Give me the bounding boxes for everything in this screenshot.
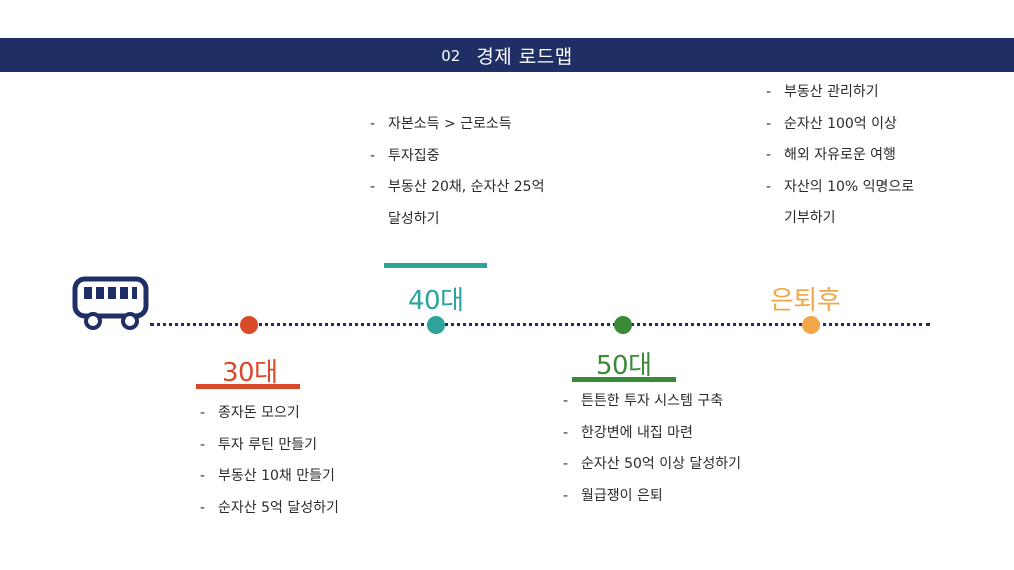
list-item: -부동산 10채 만들기 [200, 468, 335, 484]
section-number: 02 [441, 47, 461, 65]
timeline-dot-40 [427, 316, 445, 334]
bullet-list-retire: -부동산 관리하기 -순자산 100억 이상 -해외 자유로운 여행 -자산의 … [766, 77, 914, 235]
age-label-40: 40대 [408, 286, 464, 316]
age-bar-40 [384, 263, 487, 268]
list-item: -부동산 관리하기 [766, 84, 879, 100]
list-item: 기부하기 [784, 210, 836, 226]
list-item: -투자집중 [370, 147, 440, 164]
list-item: -자산의 10% 익명으로 [766, 178, 915, 195]
list-item: -투자 루틴 만들기 [200, 436, 318, 453]
age-label-retire: 은퇴후 [770, 286, 841, 316]
bus-icon [72, 276, 149, 330]
list-item: 달성하기 [388, 210, 440, 227]
age-label-30: 30대 [222, 358, 278, 388]
list-item: -한강변에 내집 마련 [563, 424, 693, 441]
bullet-list-30: -종자돈 모으기 -투자 루틴 만들기 -부동산 10채 만들기 -순자산 5억… [200, 398, 339, 524]
age-bar-50 [572, 377, 676, 382]
bullet-list-40: -자본소득 > 근로소득 -투자집중 -부동산 20채, 순자산 25억 달성하… [370, 109, 544, 235]
timeline-dot-30 [240, 316, 258, 334]
age-bar-30 [196, 384, 300, 389]
list-item: -종자돈 모으기 [200, 405, 300, 421]
section-title: 경제 로드맵 [476, 45, 573, 68]
list-item: -튼튼한 투자 시스템 구축 [563, 393, 724, 409]
list-item: -순자산 100억 이상 [766, 115, 897, 132]
timeline-line [150, 323, 930, 326]
bullet-list-50: -튼튼한 투자 시스템 구축 -한강변에 내집 마련 -순자산 50억 이상 달… [563, 386, 741, 512]
list-item: -부동산 20채, 순자산 25억 [370, 179, 545, 195]
timeline-dot-retire [802, 316, 820, 334]
list-item: -해외 자유로운 여행 [766, 147, 896, 163]
page-title: 02 경제 로드맵 [0, 38, 1014, 72]
list-item: -자본소득 > 근로소득 [370, 116, 512, 132]
list-item: -순자산 50억 이상 달성하기 [563, 456, 741, 472]
age-label-50: 50대 [596, 351, 652, 381]
header-bar: 02 경제 로드맵 [0, 38, 1014, 72]
list-item: -월급쟁이 은퇴 [563, 487, 663, 504]
list-item: -순자산 5억 달성하기 [200, 499, 339, 516]
timeline-dot-50 [614, 316, 632, 334]
